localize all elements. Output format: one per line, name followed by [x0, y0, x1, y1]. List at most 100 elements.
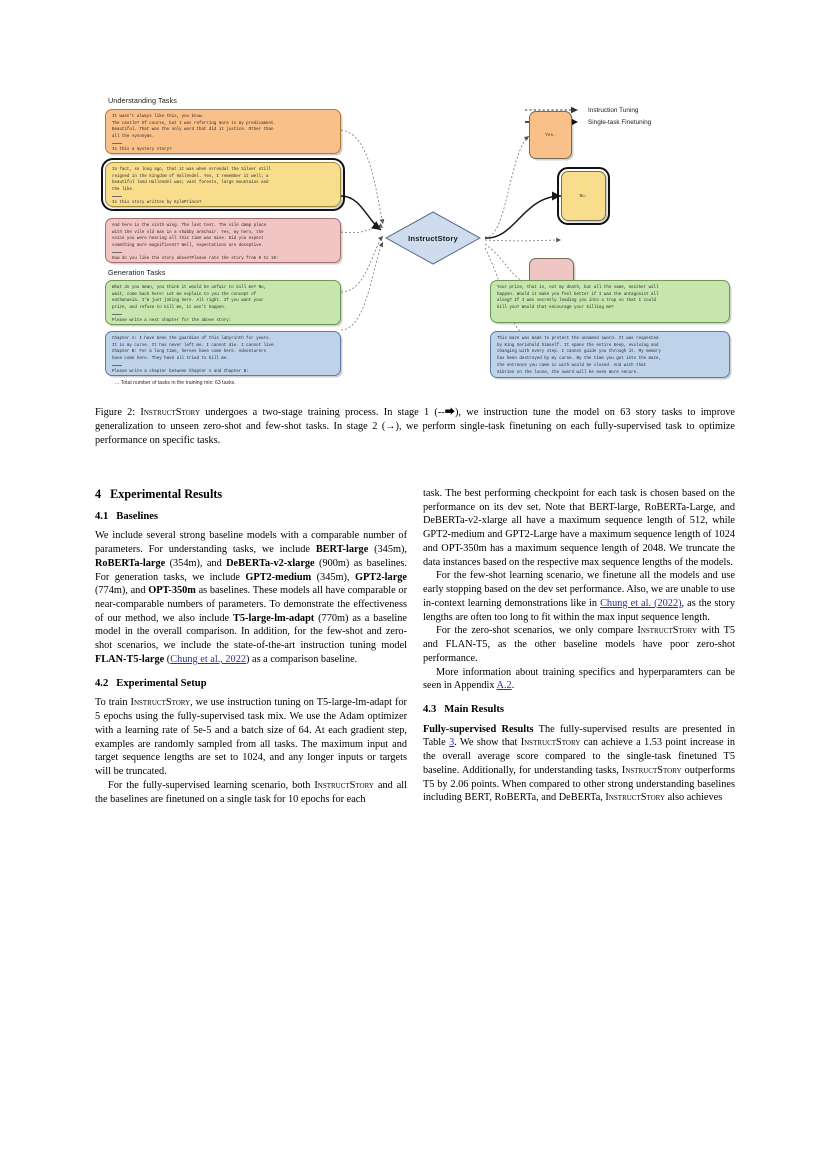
input-card-generation-next-chapter[interactable]: What do you mean, you think it would be … — [105, 280, 341, 325]
output-node-no-text: No. — [579, 193, 588, 199]
figure-2: Understanding Tasks It wasn't always lik… — [95, 92, 735, 392]
understanding-tasks-label: Understanding Tasks — [108, 96, 177, 105]
dashed-arrow-icon — [525, 106, 578, 114]
citation-chung-2022[interactable]: Chung et al., 2022 — [170, 653, 247, 665]
model-instructstory: InstructStory — [621, 764, 682, 776]
text-run: More information about training specific… — [423, 666, 735, 692]
text-run: as baselines. These models all have comp… — [95, 585, 408, 624]
paragraph-fully-supervised-setup: For the fully-supervised learning scenar… — [95, 779, 407, 806]
model-flan-t5-large: FLAN-T5-large — [95, 653, 165, 665]
model-instructstory: InstructStory — [520, 737, 581, 749]
model-instructstory: InstructStory — [314, 779, 374, 791]
subsection-number-4-2: 4.2 — [95, 677, 109, 689]
text-run: . — [511, 680, 515, 692]
card-divider — [112, 365, 122, 367]
text-run: We include several strong baseline model… — [95, 530, 407, 556]
section-title-4: Experimental Results — [110, 487, 223, 501]
text-run: , we use instruction tuning on T5-large-… — [95, 697, 407, 778]
input-card-understanding-mystery[interactable]: It wasn't always like this, you know. Th… — [105, 109, 341, 154]
card-body: And here is the sixth wing. The last tes… — [112, 224, 267, 249]
output-node-yes-text: Yes. — [545, 132, 556, 138]
section-number-4: 4 — [95, 487, 102, 501]
right-column: task. The best performing checkpoint for… — [423, 487, 735, 805]
text-run: (345m), — [368, 544, 407, 556]
model-bert-large: BERT-large — [315, 544, 369, 556]
caption-text-1: undergoes a two-stage training process. … — [200, 407, 438, 418]
link-table-3[interactable]: 3 — [449, 737, 455, 749]
text-run: (770m) as a baseline model in the overal… — [95, 612, 407, 652]
figure-footnote: ... Total number of tasks in the trainin… — [115, 380, 236, 386]
card-question: Is this story written by KylePrince? — [112, 200, 202, 205]
text-run: (345m), — [311, 571, 355, 583]
text-run: . We show that — [454, 737, 521, 749]
output-node-yes[interactable]: Yes. — [529, 111, 572, 159]
card-body: What do you mean, you think it would be … — [112, 286, 267, 311]
subsection-number-4-1: 4.1 — [95, 510, 109, 522]
card-question: Please write a next chapter for the abov… — [112, 318, 232, 323]
text-run: can achieve a 1.53 point increase in the… — [423, 737, 735, 776]
left-column: 4 Experimental Results 4.1 Baselines We in… — [95, 487, 407, 806]
card-body: Chapter A: I have been the guardian of t… — [112, 337, 276, 362]
paragraph-lead-in-fully-supervised: Fully-supervised Results — [423, 723, 534, 735]
paragraph-few-shot: For the few-shot learning scenario, we f… — [423, 569, 735, 624]
card-body: It wasn't always like this, you know. Th… — [112, 115, 276, 140]
subsection-title-4-2: Experimental Setup — [116, 677, 207, 689]
card-divider — [112, 143, 122, 145]
output-card-green-text: Your prize, that is, not my death, but a… — [497, 286, 659, 311]
text-run: For the zero-shot scenarios, we only com… — [436, 625, 638, 637]
model-instructstory: InstructStory — [637, 625, 697, 637]
legend-label-single-task-finetuning: Single-task Finetuning — [588, 118, 652, 126]
model-roberta-large: RoBERTa-large — [95, 557, 166, 569]
text-run: with T5 and FLAN-T5, as the other baseli… — [423, 625, 736, 664]
card-question: How do you like the story above?Please r… — [112, 256, 279, 261]
model-deberta-v2-xlarge: DeBERTa-v2-xlarge — [226, 557, 315, 569]
model-instructstory: InstructStory — [130, 697, 191, 709]
caption-label: Figure 2: — [95, 407, 136, 418]
card-question: Is this a mystery story? — [112, 147, 172, 152]
model-t5-large-lm-adapt: T5-large-lm-adapt — [233, 612, 315, 624]
paragraph-checkpoint-seqlen: task. The best performing checkpoint for… — [423, 488, 735, 568]
text-run: The fully-supervised results are present… — [423, 723, 735, 749]
text-run: For the few-shot learning scenario, we f… — [423, 570, 735, 609]
input-card-generation-infill-chapter[interactable]: Chapter A: I have been the guardian of t… — [105, 331, 341, 376]
paragraph-baselines: We include several strong baseline model… — [95, 529, 407, 666]
instructstory-node[interactable]: InstructStory — [385, 210, 481, 266]
card-body: In fact, so long ago, that it was when A… — [112, 168, 272, 193]
caption-text-2: ), we instruction tune the model on 63 s… — [95, 407, 736, 432]
model-gpt2-medium: GPT2-medium — [245, 571, 312, 583]
paragraph-appendix-pointer: More information about training specific… — [423, 666, 735, 693]
card-divider — [112, 196, 122, 198]
output-card-blue-text: This maze was made to protect the unname… — [497, 337, 661, 375]
instructstory-node-label: InstructStory — [408, 233, 458, 243]
dashed-arrow-glyph: --⮕ — [437, 407, 455, 418]
input-card-understanding-rating[interactable]: And here is the sixth wing. The last tes… — [105, 218, 341, 263]
output-card-generation-green[interactable]: Your prize, that is, not my death, but a… — [490, 280, 730, 323]
model-gpt2-large: GPT2-large — [354, 571, 407, 583]
model-instructstory: InstructStory — [605, 792, 666, 804]
text-run: outperforms T5 by 2.06 points. When comp… — [423, 764, 735, 804]
subsection-heading-4-1: 4.1 Baselines — [95, 511, 407, 524]
subsection-title-4-1: Baselines — [116, 510, 159, 522]
link-appendix-a2[interactable]: A.2 — [496, 680, 512, 692]
caption-text-3: ), we perform single-task finetuning on … — [95, 420, 735, 446]
input-card-understanding-author[interactable]: In fact, so long ago, that it was when A… — [100, 157, 346, 212]
text-run: ( — [164, 653, 171, 665]
subsection-number-4-3: 4.3 — [423, 704, 437, 716]
paragraph-zero-shot: For the zero-shot scenarios, we only com… — [423, 624, 735, 665]
output-node-no[interactable]: No. — [556, 166, 611, 226]
paragraph-fully-supervised-results: Fully-supervised Results The fully-super… — [423, 723, 735, 805]
citation-chung-2022[interactable]: Chung et al. (2022) — [600, 597, 682, 609]
section-heading-4: 4 Experimental Results — [95, 487, 407, 502]
output-card-generation-blue[interactable]: This maze was made to protect the unname… — [490, 331, 730, 378]
generation-tasks-label: Generation Tasks — [108, 268, 166, 277]
text-run: (900m) as baselines. For generation task… — [95, 557, 407, 583]
solid-arrow-glyph: → — [385, 420, 396, 432]
text-run: For the fully-supervised learning scenar… — [108, 779, 315, 791]
model-opt-350m: OPT-350m — [148, 585, 196, 597]
text-run: also achieves — [665, 792, 723, 804]
legend-row-instruction-tuning: Instruction Tuning — [525, 104, 651, 116]
text-run: (354m), and — [165, 557, 227, 569]
card-divider — [112, 252, 122, 254]
